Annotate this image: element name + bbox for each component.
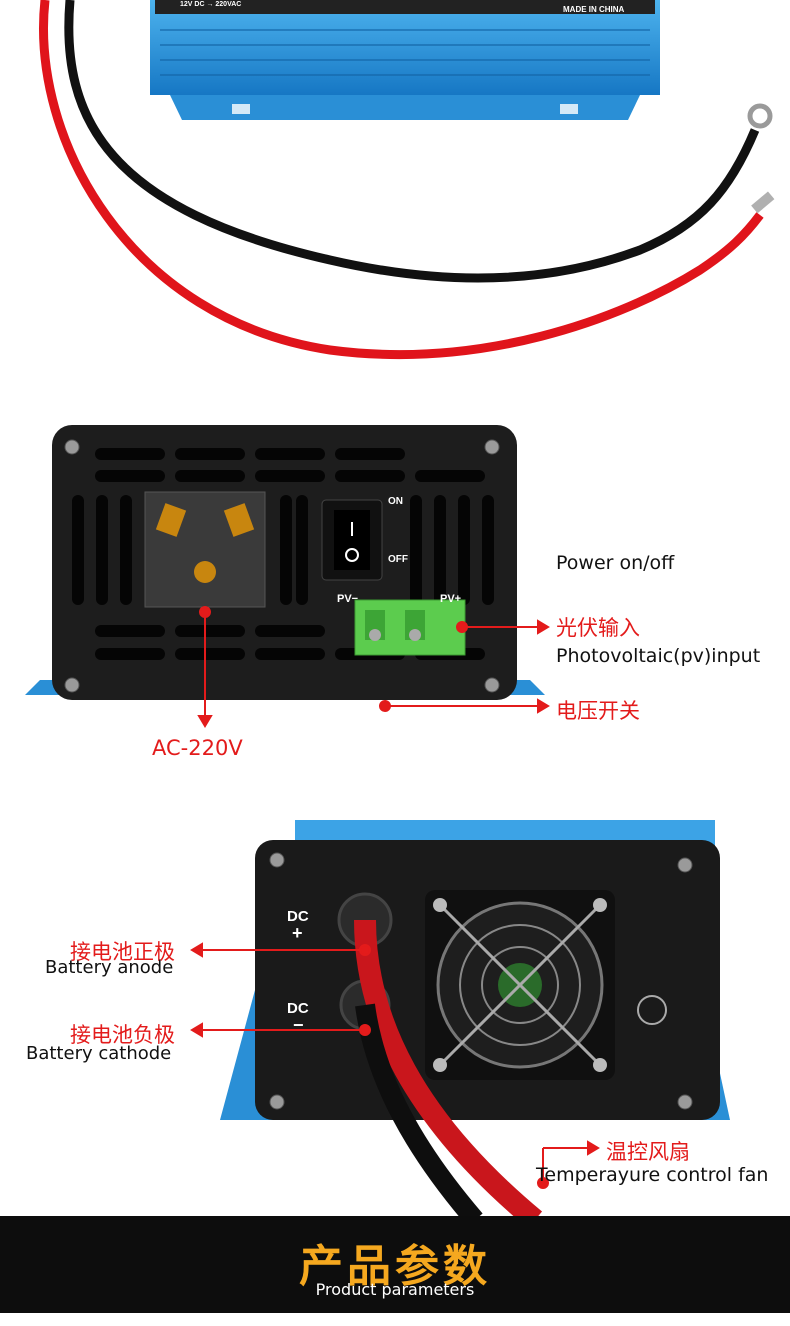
bottom-strip (0, 1313, 790, 1326)
switch-on-label: ON (388, 496, 403, 507)
battery-anode-cn-label: 接电池正极 (70, 940, 175, 964)
voltage-switch-label: 电压开关 (556, 699, 640, 723)
pv-input-en-label: Photovoltaic(pv)input (556, 645, 761, 667)
pv-plus-label: PV+ (440, 593, 462, 605)
top-unit-label-right: MADE IN CHINA (563, 5, 625, 14)
section-title: 产品参数 (299, 1241, 491, 1292)
battery-cathode-cn-label: 接电池负极 (70, 1023, 175, 1047)
ac-220v-label: AC-220V (152, 736, 243, 760)
battery-cathode-en-label: Battery cathode (26, 1043, 172, 1064)
top-product-photo: 12V DC → 220VAC MADE IN CHINA (0, 0, 790, 380)
dc-minus-sign: − (293, 1015, 304, 1035)
power-onoff-label: Power on/off (556, 552, 675, 574)
switch-off-label: OFF (388, 554, 408, 565)
fan-en-label: Temperayure control fan (536, 1164, 769, 1186)
back-callout-lines (190, 942, 600, 1189)
dc-plus-sign: + (292, 923, 303, 943)
fan-cn-label: 温控风扇 (606, 1140, 690, 1164)
front-callout-lines (197, 606, 550, 728)
dc-minus-label: DC (287, 1000, 309, 1017)
front-panel-photo: ON OFF PV− PV+ (0, 410, 560, 720)
top-unit-label-left: 12V DC → 220VAC (180, 1, 242, 8)
section-subtitle: Product parameters (315, 1280, 475, 1299)
back-panel-photo: DC + DC − (215, 820, 735, 1229)
battery-anode-en-label: Battery anode (45, 957, 174, 978)
pv-input-cn-label: 光伏输入 (556, 616, 640, 640)
dc-plus-label: DC (287, 908, 309, 925)
pv-minus-label: PV− (337, 593, 359, 605)
section-header-bar: 产品参数 Product parameters (0, 1216, 790, 1313)
